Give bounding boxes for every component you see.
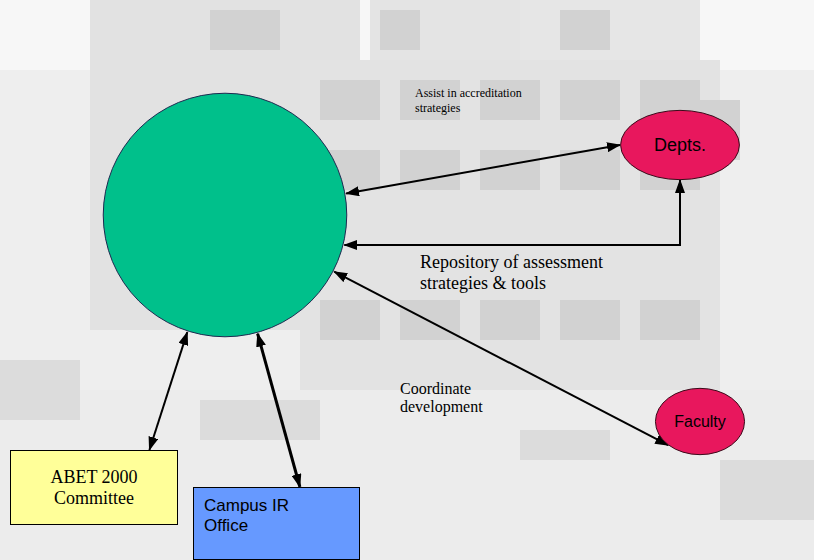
department-ellipse: Depts. [620, 110, 740, 180]
node-label: Campus IR Office [204, 496, 314, 536]
office-box: Campus IR Office [193, 487, 360, 560]
edge-label: Repository of assessment strategies & to… [420, 252, 615, 294]
node-label: Depts. [654, 135, 706, 156]
hub-circle-outline [102, 92, 348, 338]
edge-label: Assist in accreditation strategies [415, 86, 550, 116]
double-arrow [258, 334, 300, 487]
faculty-circle: Faculty [655, 388, 745, 455]
edge-label: Coordinate development [400, 380, 512, 416]
node-label: Faculty [674, 413, 726, 431]
double-arrow [344, 180, 680, 245]
node-label: ABET 2000 Committee [39, 467, 149, 509]
double-arrow [334, 272, 668, 446]
committee-box: ABET 2000 Committee [10, 450, 178, 525]
double-arrow [149, 332, 187, 450]
double-arrow [346, 145, 620, 194]
hub-circle [102, 92, 348, 338]
